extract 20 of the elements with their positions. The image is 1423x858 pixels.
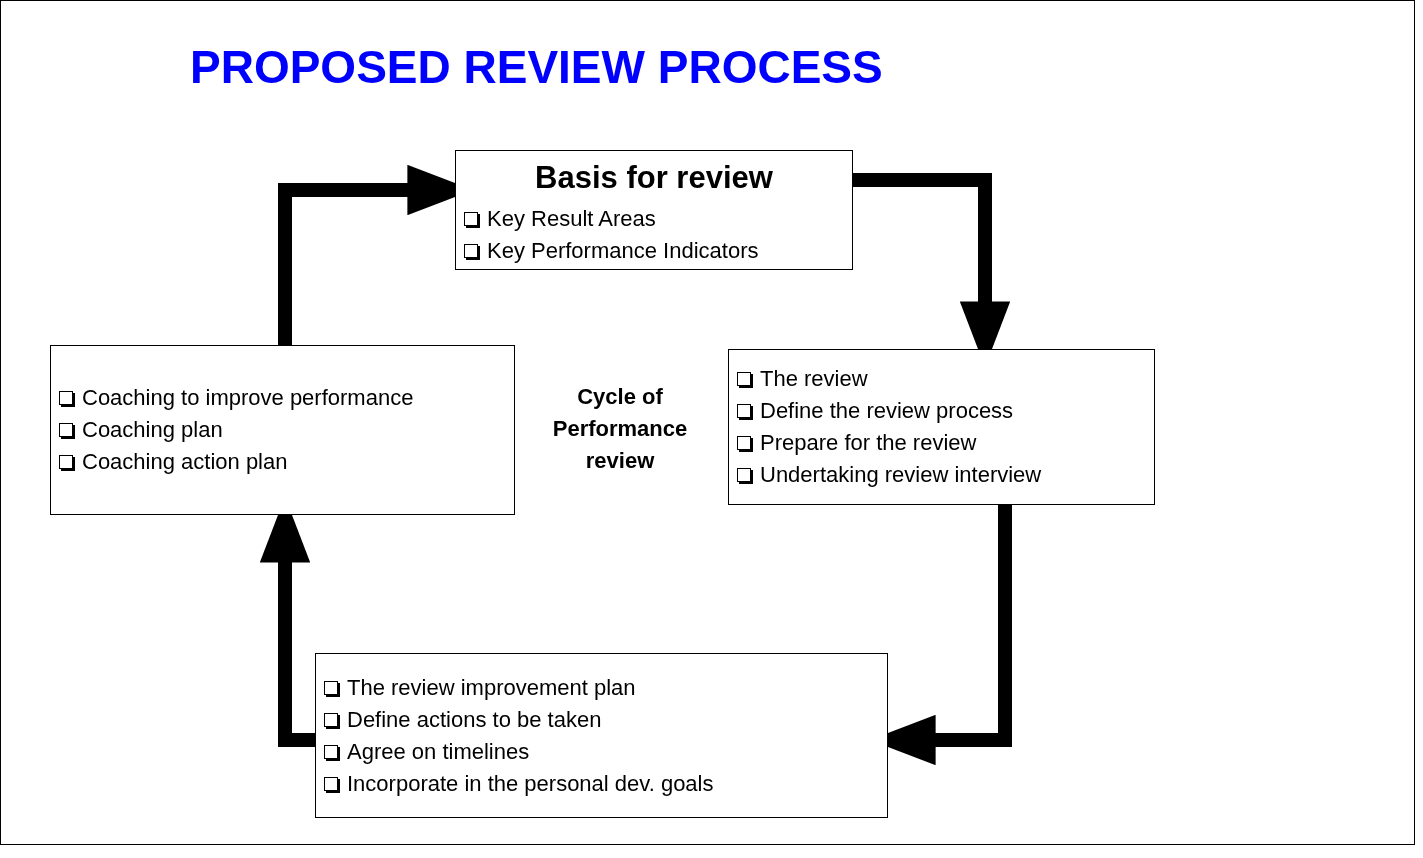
process-box <box>50 345 515 515</box>
bullet-text: Key Performance Indicators <box>487 237 759 265</box>
bullet-text: Agree on timelines <box>347 737 530 766</box>
bullet-text: The review <box>760 365 868 393</box>
bullet-text: Undertaking review interview <box>760 461 1042 489</box>
bullet-text: Define the review process <box>760 397 1014 425</box>
bullet-text: Coaching plan <box>82 416 223 444</box>
bullet-text: Incorporate in the personal dev. goals <box>347 769 714 798</box>
bullet-text: Coaching to improve performance <box>82 384 414 412</box>
diagram-title: PROPOSED REVIEW PROCESS <box>190 40 883 94</box>
center-label: Cycle of Performance review <box>551 383 689 475</box>
process-box <box>315 653 888 818</box>
process-box <box>455 150 853 270</box>
bullet-text: Coaching action plan <box>82 448 288 476</box>
box-heading: Basis for review <box>534 159 774 197</box>
bullet-text: Prepare for the review <box>760 429 977 457</box>
bullet-text: The review improvement plan <box>347 673 636 702</box>
bullet-text: Define actions to be taken <box>347 705 602 734</box>
bullet-text: Key Result Areas <box>487 205 656 233</box>
process-box <box>728 349 1155 505</box>
